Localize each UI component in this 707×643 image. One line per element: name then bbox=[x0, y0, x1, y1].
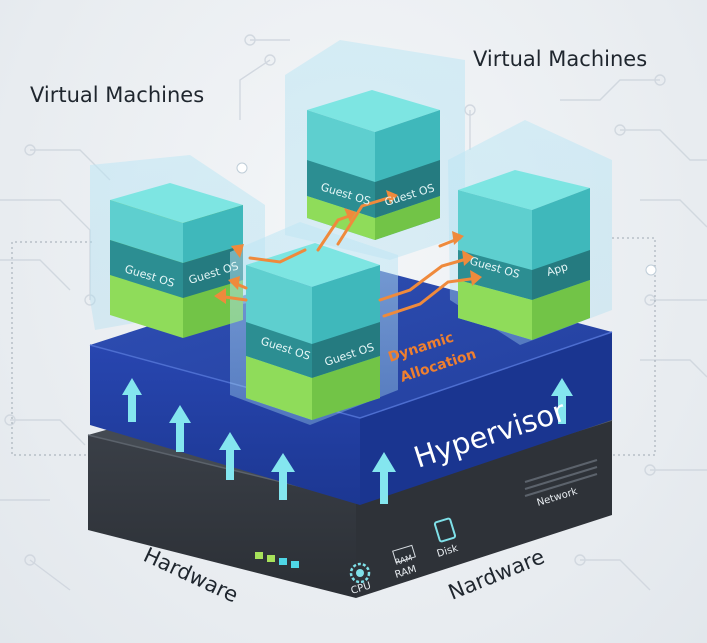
up-arrow-icon bbox=[271, 453, 295, 500]
virtual-machines-heading-right: Virtual Machines bbox=[473, 47, 647, 71]
network-vents bbox=[524, 459, 598, 497]
ram-icon bbox=[392, 544, 416, 564]
allocation-arrows bbox=[214, 190, 482, 318]
vm-front bbox=[230, 222, 398, 425]
up-arrow-icon bbox=[169, 405, 191, 452]
up-arrow-icon bbox=[219, 432, 241, 480]
dotted-guides bbox=[11, 237, 656, 456]
vm-back bbox=[285, 40, 465, 260]
vm-left bbox=[90, 155, 265, 338]
resource-up-arrows bbox=[122, 378, 573, 504]
up-arrow-icon bbox=[372, 452, 396, 504]
vm-right-layer2-label: App bbox=[545, 260, 569, 279]
disk-icon bbox=[433, 517, 457, 543]
virtual-machines-heading-left: Virtual Machines bbox=[30, 83, 204, 107]
vm-right bbox=[448, 120, 612, 345]
up-arrow-icon bbox=[122, 378, 142, 422]
status-leds bbox=[255, 552, 299, 568]
glass-sparkles bbox=[236, 162, 657, 276]
cpu-icon bbox=[349, 562, 371, 584]
up-arrow-icon bbox=[551, 378, 573, 424]
